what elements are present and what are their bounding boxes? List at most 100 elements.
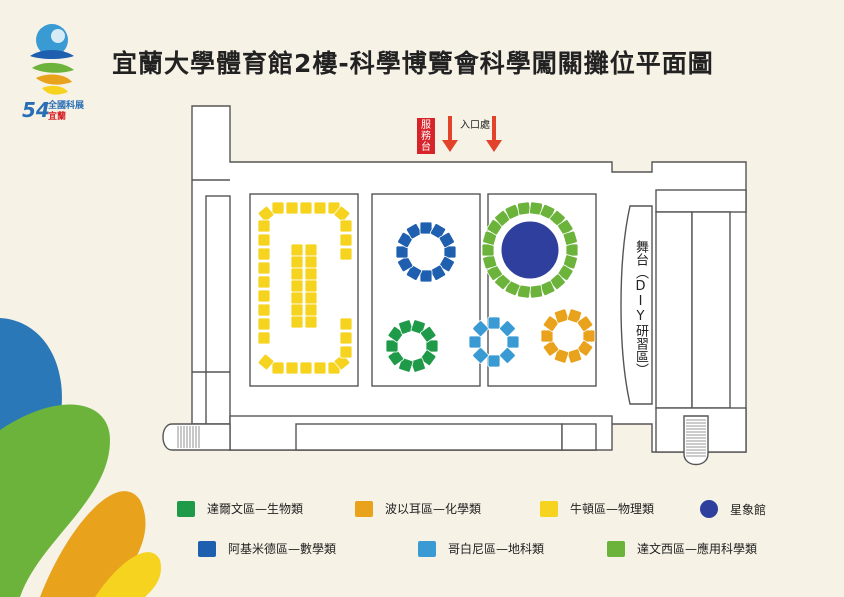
booth-newton bbox=[339, 317, 353, 331]
booth-darwin bbox=[419, 326, 437, 343]
booth-copernicus bbox=[506, 335, 520, 349]
booth-newton bbox=[299, 201, 313, 215]
booth-markers bbox=[257, 201, 596, 375]
booth-newton bbox=[257, 261, 271, 275]
booth-newton bbox=[339, 219, 353, 233]
legend-swatch bbox=[700, 500, 718, 518]
legend-item: 達文西區—應用科學類 bbox=[607, 540, 757, 557]
service-desk-label: 服務台 bbox=[417, 118, 435, 154]
booth-darwin bbox=[425, 339, 439, 353]
entrance-arrow-icon bbox=[442, 116, 458, 152]
logo-line2: 宜蘭 bbox=[48, 112, 67, 122]
logo-line1: 全國科展 bbox=[48, 101, 85, 111]
booth-newton bbox=[304, 315, 318, 329]
legend-item: 哥白尼區—地科類 bbox=[418, 540, 544, 557]
booth-archimedes bbox=[405, 223, 423, 240]
booth-archimedes bbox=[397, 255, 414, 273]
booth-davinci bbox=[528, 284, 543, 299]
booth-boyle bbox=[553, 308, 570, 324]
legend-label: 達文西區—應用科學類 bbox=[637, 542, 758, 556]
booth-darwin bbox=[419, 349, 437, 366]
booth-newton bbox=[339, 331, 353, 345]
booth-newton bbox=[257, 353, 275, 371]
decor-green-ribbon bbox=[0, 404, 110, 597]
bottom-room-small bbox=[561, 423, 597, 451]
booth-archimedes bbox=[438, 255, 455, 273]
booth-archimedes bbox=[438, 231, 455, 249]
logo-text: 全國科展 宜蘭 bbox=[48, 101, 84, 123]
booth-boyle bbox=[540, 329, 554, 343]
booth-copernicus bbox=[487, 354, 501, 368]
booth-darwin bbox=[387, 326, 405, 343]
booth-darwin bbox=[410, 357, 426, 373]
right-wing-upper bbox=[655, 189, 747, 213]
legend-item: 牛頓區—物理類 bbox=[540, 500, 654, 517]
booth-boyle bbox=[576, 340, 594, 357]
booth-darwin bbox=[387, 349, 405, 366]
booth-archimedes bbox=[419, 269, 433, 283]
booth-newton bbox=[313, 361, 327, 375]
booth-boyle bbox=[566, 348, 583, 364]
booth-newton bbox=[304, 279, 318, 293]
legend-swatch bbox=[418, 540, 436, 557]
booth-boyle bbox=[576, 315, 594, 332]
legend-label: 波以耳區—化學類 bbox=[385, 502, 482, 516]
booth-newton bbox=[257, 303, 271, 317]
legend-swatch bbox=[607, 540, 625, 557]
bottom-room bbox=[295, 423, 563, 451]
legend-swatch bbox=[177, 500, 195, 517]
booth-newton bbox=[304, 267, 318, 281]
fair-logo-icon bbox=[30, 24, 74, 95]
booth-archimedes bbox=[405, 264, 423, 281]
booth-archimedes bbox=[429, 223, 447, 240]
booth-darwin bbox=[398, 319, 414, 335]
booth-copernicus bbox=[499, 347, 516, 364]
booth-newton bbox=[257, 331, 271, 345]
booth-newton bbox=[304, 255, 318, 269]
left-corridor bbox=[205, 195, 231, 425]
right-wing-room bbox=[691, 211, 731, 409]
service-desk-text: 服務台 bbox=[421, 120, 431, 153]
booth-newton bbox=[339, 247, 353, 261]
booth-newton bbox=[339, 345, 353, 359]
booth-newton bbox=[313, 201, 327, 215]
booth-boyle bbox=[542, 340, 560, 357]
booth-darwin bbox=[385, 339, 399, 353]
decor-yellow-ribbon bbox=[95, 552, 162, 597]
booth-boyle bbox=[566, 308, 583, 324]
booth-davinci bbox=[562, 230, 578, 246]
entrance-arrows bbox=[442, 116, 502, 152]
booth-newton bbox=[290, 243, 304, 257]
booth-newton bbox=[257, 205, 275, 223]
logo-number: 54 bbox=[22, 98, 50, 122]
entrance-label: 入口處 bbox=[460, 120, 490, 131]
legend-item: 達爾文區—生物類 bbox=[177, 500, 303, 517]
legend-swatch bbox=[198, 540, 216, 557]
booth-copernicus bbox=[468, 335, 482, 349]
right-wing-column bbox=[655, 211, 693, 409]
booth-newton bbox=[257, 289, 271, 303]
legend-label: 牛頓區—物理類 bbox=[570, 502, 655, 516]
booth-copernicus bbox=[472, 320, 489, 337]
booth-newton bbox=[285, 201, 299, 215]
booth-davinci bbox=[565, 243, 579, 257]
booth-newton bbox=[339, 233, 353, 247]
booth-newton bbox=[304, 291, 318, 305]
building-walls bbox=[162, 105, 747, 466]
booth-archimedes bbox=[429, 264, 447, 281]
legend-item: 波以耳區—化學類 bbox=[355, 500, 481, 517]
booth-newton bbox=[257, 247, 271, 261]
booth-boyle bbox=[582, 329, 596, 343]
booth-newton bbox=[304, 243, 318, 257]
booth-darwin bbox=[398, 357, 414, 373]
stair-steps bbox=[177, 419, 706, 457]
booth-newton bbox=[271, 201, 285, 215]
legend-item: 阿基米德區—數學類 bbox=[198, 540, 336, 557]
left-staircase bbox=[162, 423, 231, 451]
entrance-arrow-icon bbox=[486, 116, 502, 152]
legend-swatch bbox=[540, 500, 558, 517]
right-staircase bbox=[683, 415, 709, 466]
